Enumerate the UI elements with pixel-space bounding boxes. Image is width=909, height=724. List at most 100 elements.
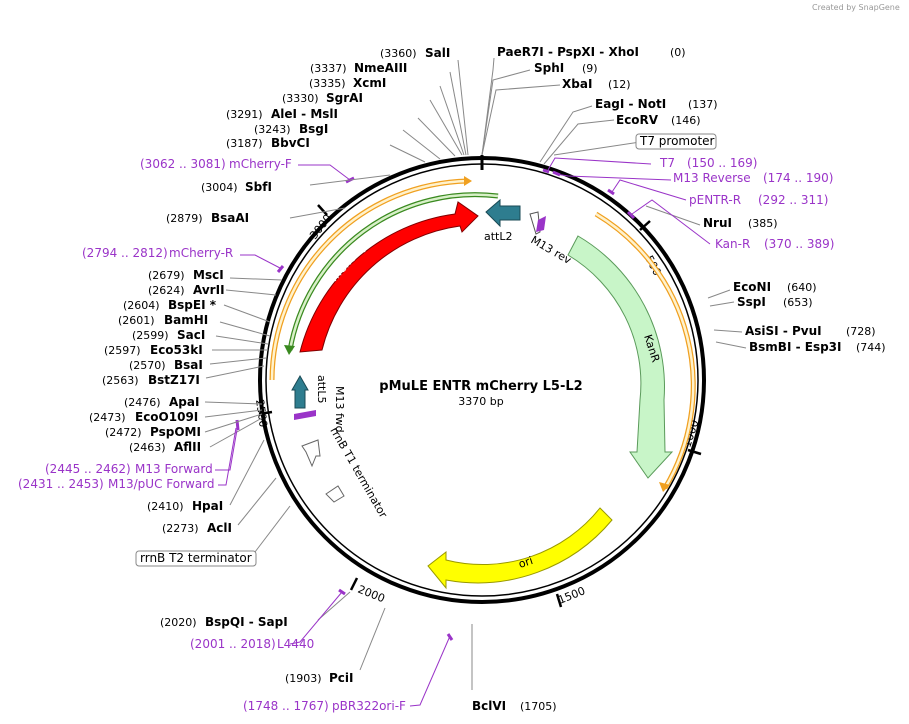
- attl5-feature[interactable]: [291, 374, 309, 409]
- site-bspei[interactable]: BspEI *: [168, 298, 217, 312]
- site-pcii-pos: (1903): [285, 672, 322, 685]
- site-bstz17i-pos: (2563): [102, 374, 139, 387]
- site-bsgi[interactable]: BsgI: [299, 122, 328, 136]
- primer-mcherry-f[interactable]: mCherry-F: [229, 157, 292, 171]
- site-nmeaiii-pos: (3337): [310, 62, 347, 75]
- site-sbfi[interactable]: SbfI: [245, 180, 272, 194]
- site-ecoo109i[interactable]: EcoO109I: [135, 410, 198, 424]
- site-eagi[interactable]: EagI - NotI: [595, 97, 666, 111]
- site-sali[interactable]: SalI: [425, 46, 450, 60]
- primer-mcherry-r[interactable]: mCherry-R: [169, 246, 233, 260]
- site-nrui[interactable]: NruI: [703, 216, 732, 230]
- left-enzyme-labels: (3360) SalI (3337) NmeAIII (3335) XcmI (…: [89, 46, 450, 535]
- site-asisi-pos: (728): [846, 325, 876, 338]
- primer-pbr322ori-f-range: (1748 .. 1767): [243, 699, 329, 713]
- site-aflii[interactable]: AflII: [174, 440, 201, 454]
- site-hpai[interactable]: HpaI: [192, 499, 223, 513]
- site-bsai[interactable]: BsaI: [174, 358, 203, 372]
- primer-pentr-r[interactable]: pENTR-R: [689, 193, 741, 207]
- site-bsmbi-pos: (744): [856, 341, 886, 354]
- primer-m13-puc-forward[interactable]: M13/pUC Forward: [108, 477, 215, 491]
- rrnb-t2-label: rrnB T2 terminator: [140, 551, 252, 565]
- site-econi[interactable]: EcoNI: [733, 280, 771, 294]
- rrnb-t1-label: rrnB T1 terminator: [327, 425, 390, 521]
- site-ecorv[interactable]: EcoRV: [616, 113, 659, 127]
- primer-pbr322ori-f[interactable]: pBR322ori-F: [332, 699, 406, 713]
- site-bbvci[interactable]: BbvCI: [271, 136, 310, 150]
- site-bsaai-pos: (2879): [166, 212, 203, 225]
- primer-m13-reverse[interactable]: M13 Reverse: [673, 171, 751, 185]
- site-eco53ki-pos: (2597): [104, 344, 141, 357]
- site-acli[interactable]: AclI: [207, 521, 232, 535]
- attl5-label: attL5: [315, 375, 328, 404]
- site-sbfi-pos: (3004): [201, 181, 238, 194]
- site-bsaai[interactable]: BsaAI: [211, 211, 249, 225]
- site-bamhi[interactable]: BamHI: [164, 313, 208, 327]
- primer-t7-range: (150 .. 169): [687, 156, 757, 170]
- site-asisi[interactable]: AsiSI - PvuI: [745, 324, 822, 338]
- site-sphi[interactable]: SphI: [534, 61, 564, 75]
- ori-label: ori: [517, 554, 535, 571]
- site-bclvi-pos: (1705): [520, 700, 557, 713]
- primer-kan-r[interactable]: Kan-R: [715, 237, 750, 251]
- mcherry-feature[interactable]: [299, 201, 479, 353]
- site-xcmi[interactable]: XcmI: [353, 76, 386, 90]
- primer-l4440[interactable]: L4440: [277, 637, 314, 651]
- rrnb-t2-box[interactable]: rrnB T2 terminator: [135, 550, 257, 567]
- site-apai-pos: (2476): [124, 396, 161, 409]
- enzyme-leader-lines: [204, 57, 747, 690]
- site-pspomi-pos: (2472): [105, 426, 142, 439]
- site-xbai[interactable]: XbaI: [562, 77, 592, 91]
- plasmid-name: pMuLE ENTR mCherry L5-L2: [379, 379, 582, 394]
- orange-arc-right-head: [659, 482, 670, 492]
- site-bsai-pos: (2570): [129, 359, 166, 372]
- site-saci-pos: (2599): [132, 329, 169, 342]
- snapgene-credit: Created by SnapGene: [812, 3, 900, 12]
- rrnb-t1-arrow-2: [325, 485, 345, 503]
- site-nmeaiii[interactable]: NmeAIII: [354, 61, 407, 75]
- primer-m13-forward[interactable]: M13 Forward: [135, 462, 213, 476]
- site-paer7i-pos: (0): [670, 46, 686, 59]
- green-arc-head: [284, 345, 295, 355]
- site-pcii[interactable]: PciI: [329, 671, 354, 685]
- site-nrui-pos: (385): [748, 217, 778, 230]
- orange-arc-left-head: [464, 176, 472, 186]
- m13rev-primer-bar: [536, 216, 546, 232]
- site-avrii[interactable]: AvrII: [193, 283, 225, 297]
- site-bstz17i[interactable]: BstZ17I: [148, 373, 200, 387]
- site-hpai-pos: (2410): [147, 500, 184, 513]
- t7-promoter-box[interactable]: T7 promoter: [635, 133, 717, 150]
- site-sali-pos: (3360): [380, 47, 417, 60]
- site-paer7i[interactable]: PaeR7I - PspXI - XhoI: [497, 45, 639, 59]
- site-aflii-pos: (2463): [129, 441, 166, 454]
- ori-feature[interactable]: [427, 507, 613, 590]
- primer-t7[interactable]: T7: [659, 156, 675, 170]
- site-bclvi[interactable]: BclVI: [472, 699, 506, 713]
- kanr-feature[interactable]: [567, 235, 674, 479]
- site-sgrai[interactable]: SgrAI: [326, 91, 363, 105]
- site-bspqi[interactable]: BspQI - SapI: [205, 615, 288, 629]
- site-sspi[interactable]: SspI: [737, 295, 766, 309]
- site-msci[interactable]: MscI: [193, 268, 224, 282]
- site-eco53ki[interactable]: Eco53kI: [150, 343, 203, 357]
- m13fwd-primer-bar: [294, 410, 316, 420]
- site-pspomi[interactable]: PspOMI: [150, 425, 201, 439]
- primer-mcherry-r-range: (2794 .. 2812): [82, 246, 168, 260]
- primer-kan-r-range: (370 .. 389): [764, 237, 834, 251]
- site-alei[interactable]: AleI - MslI: [271, 107, 338, 121]
- site-saci[interactable]: SacI: [177, 328, 205, 342]
- tick-label-2500: 2500: [253, 399, 270, 429]
- t7-promoter-label: T7 promoter: [639, 134, 715, 148]
- primer-l4440-range: (2001 .. 2018): [190, 637, 276, 651]
- bottom-labels: (2020) BspQI - SapI (2001 .. 2018) L4440…: [160, 615, 557, 713]
- primer-m13-forward-range: (2445 .. 2462): [45, 462, 131, 476]
- primer-mcherry-f-range: (3062 .. 3081): [140, 157, 226, 171]
- site-bsmbi[interactable]: BsmBI - Esp3I: [749, 340, 841, 354]
- attl2-feature[interactable]: [485, 198, 521, 228]
- site-msci-pos: (2679): [148, 269, 185, 282]
- site-eagi-pos: (137): [688, 98, 718, 111]
- site-apai[interactable]: ApaI: [169, 395, 199, 409]
- left-primer-labels: (3062 .. 3081) mCherry-F (2794 .. 2812) …: [18, 157, 292, 491]
- site-sspi-pos: (653): [783, 296, 813, 309]
